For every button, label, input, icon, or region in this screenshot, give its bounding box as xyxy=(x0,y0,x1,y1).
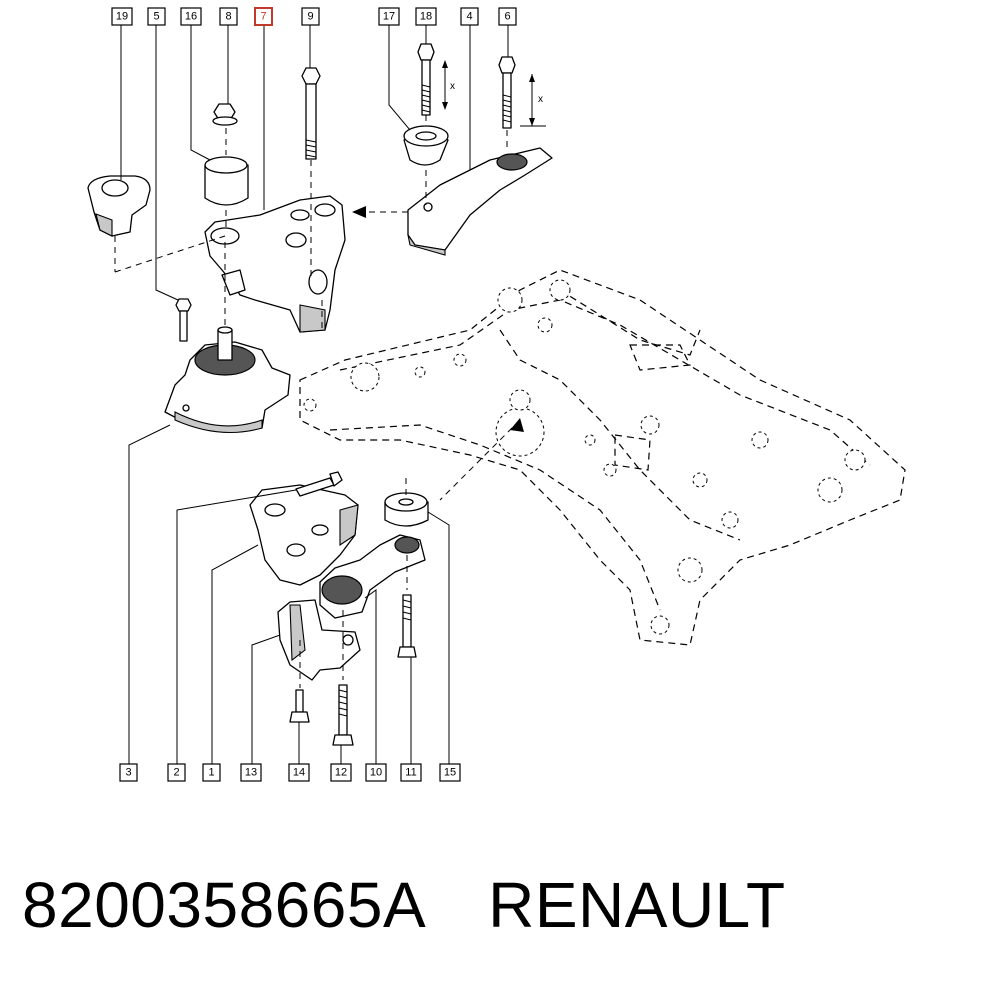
svg-text:3: 3 xyxy=(125,767,131,779)
part-9-long-bolt xyxy=(301,67,321,160)
exploded-parts-diagram: x x 19 5 16 8 xyxy=(87,7,906,782)
part-12-bolt xyxy=(332,684,354,746)
svg-text:5: 5 xyxy=(153,11,159,23)
callout-13: 13 xyxy=(240,763,262,782)
callout-3: 3 xyxy=(119,763,138,782)
callout-14: 14 xyxy=(288,763,310,782)
part-14-bolt xyxy=(289,689,310,723)
part-16-spacer xyxy=(204,156,249,206)
dimension-left: x xyxy=(442,60,455,110)
callout-2: 2 xyxy=(167,763,186,782)
callout-19: 19 xyxy=(111,7,133,26)
svg-text:9: 9 xyxy=(307,11,313,23)
callout-18: 18 xyxy=(415,7,437,26)
leaders-bottom xyxy=(128,424,450,764)
svg-text:8: 8 xyxy=(225,11,231,23)
footer-caption: 8200358665A RENAULT xyxy=(22,860,982,950)
svg-text:7: 7 xyxy=(260,11,266,23)
part-11-bolt xyxy=(397,594,417,658)
svg-text:1: 1 xyxy=(208,767,214,779)
callout-15: 15 xyxy=(439,763,461,782)
callout-1: 1 xyxy=(202,763,221,782)
callout-16: 16 xyxy=(180,7,202,26)
part-17-bush xyxy=(403,125,449,166)
dimension-left-label: x xyxy=(450,81,455,92)
svg-text:19: 19 xyxy=(116,11,128,23)
svg-text:12: 12 xyxy=(335,767,347,779)
svg-text:6: 6 xyxy=(504,11,510,23)
dimension-right-label: x xyxy=(538,94,543,105)
svg-text:16: 16 xyxy=(185,11,197,23)
svg-text:4: 4 xyxy=(466,11,472,23)
callout-12: 12 xyxy=(330,763,352,782)
svg-text:2: 2 xyxy=(173,767,179,779)
svg-text:18: 18 xyxy=(420,11,432,23)
callout-6: 6 xyxy=(498,7,517,26)
dimension-right: x xyxy=(520,74,546,127)
part-5-small-bolt xyxy=(175,298,192,342)
part-1-lower-bracket xyxy=(249,484,359,586)
subframe xyxy=(299,269,906,646)
part-8-nut xyxy=(212,103,238,126)
callout-9: 9 xyxy=(301,7,320,26)
svg-text:17: 17 xyxy=(383,11,395,23)
part-15-rubber-bush xyxy=(384,492,429,527)
callout-8: 8 xyxy=(219,7,238,26)
leaders-top xyxy=(120,25,509,301)
part-18-bolt xyxy=(417,43,435,116)
part-2-bolt xyxy=(295,471,343,497)
brand-name: RENAULT xyxy=(488,869,786,941)
assembly-lines xyxy=(114,115,524,688)
part-13-small-bracket xyxy=(277,599,361,681)
part-7-upper-bracket xyxy=(204,195,346,333)
callout-7: 7 xyxy=(254,7,273,26)
svg-text:10: 10 xyxy=(370,767,382,779)
callout-4: 4 xyxy=(460,7,479,26)
part-number: 8200358665A xyxy=(22,869,427,941)
svg-text:13: 13 xyxy=(245,767,257,779)
callout-5: 5 xyxy=(147,7,166,26)
part-3-engine-mount xyxy=(164,326,291,434)
svg-text:15: 15 xyxy=(444,767,456,779)
callout-11: 11 xyxy=(400,763,422,782)
part-10-torque-rod xyxy=(319,534,426,619)
part-6-bolt xyxy=(498,56,516,129)
callout-17: 17 xyxy=(378,7,400,26)
part-4-support-plate xyxy=(407,147,553,256)
callout-10: 10 xyxy=(365,763,387,782)
svg-text:14: 14 xyxy=(293,767,305,779)
part-19-bump-stop xyxy=(87,175,151,237)
svg-text:11: 11 xyxy=(405,767,416,779)
